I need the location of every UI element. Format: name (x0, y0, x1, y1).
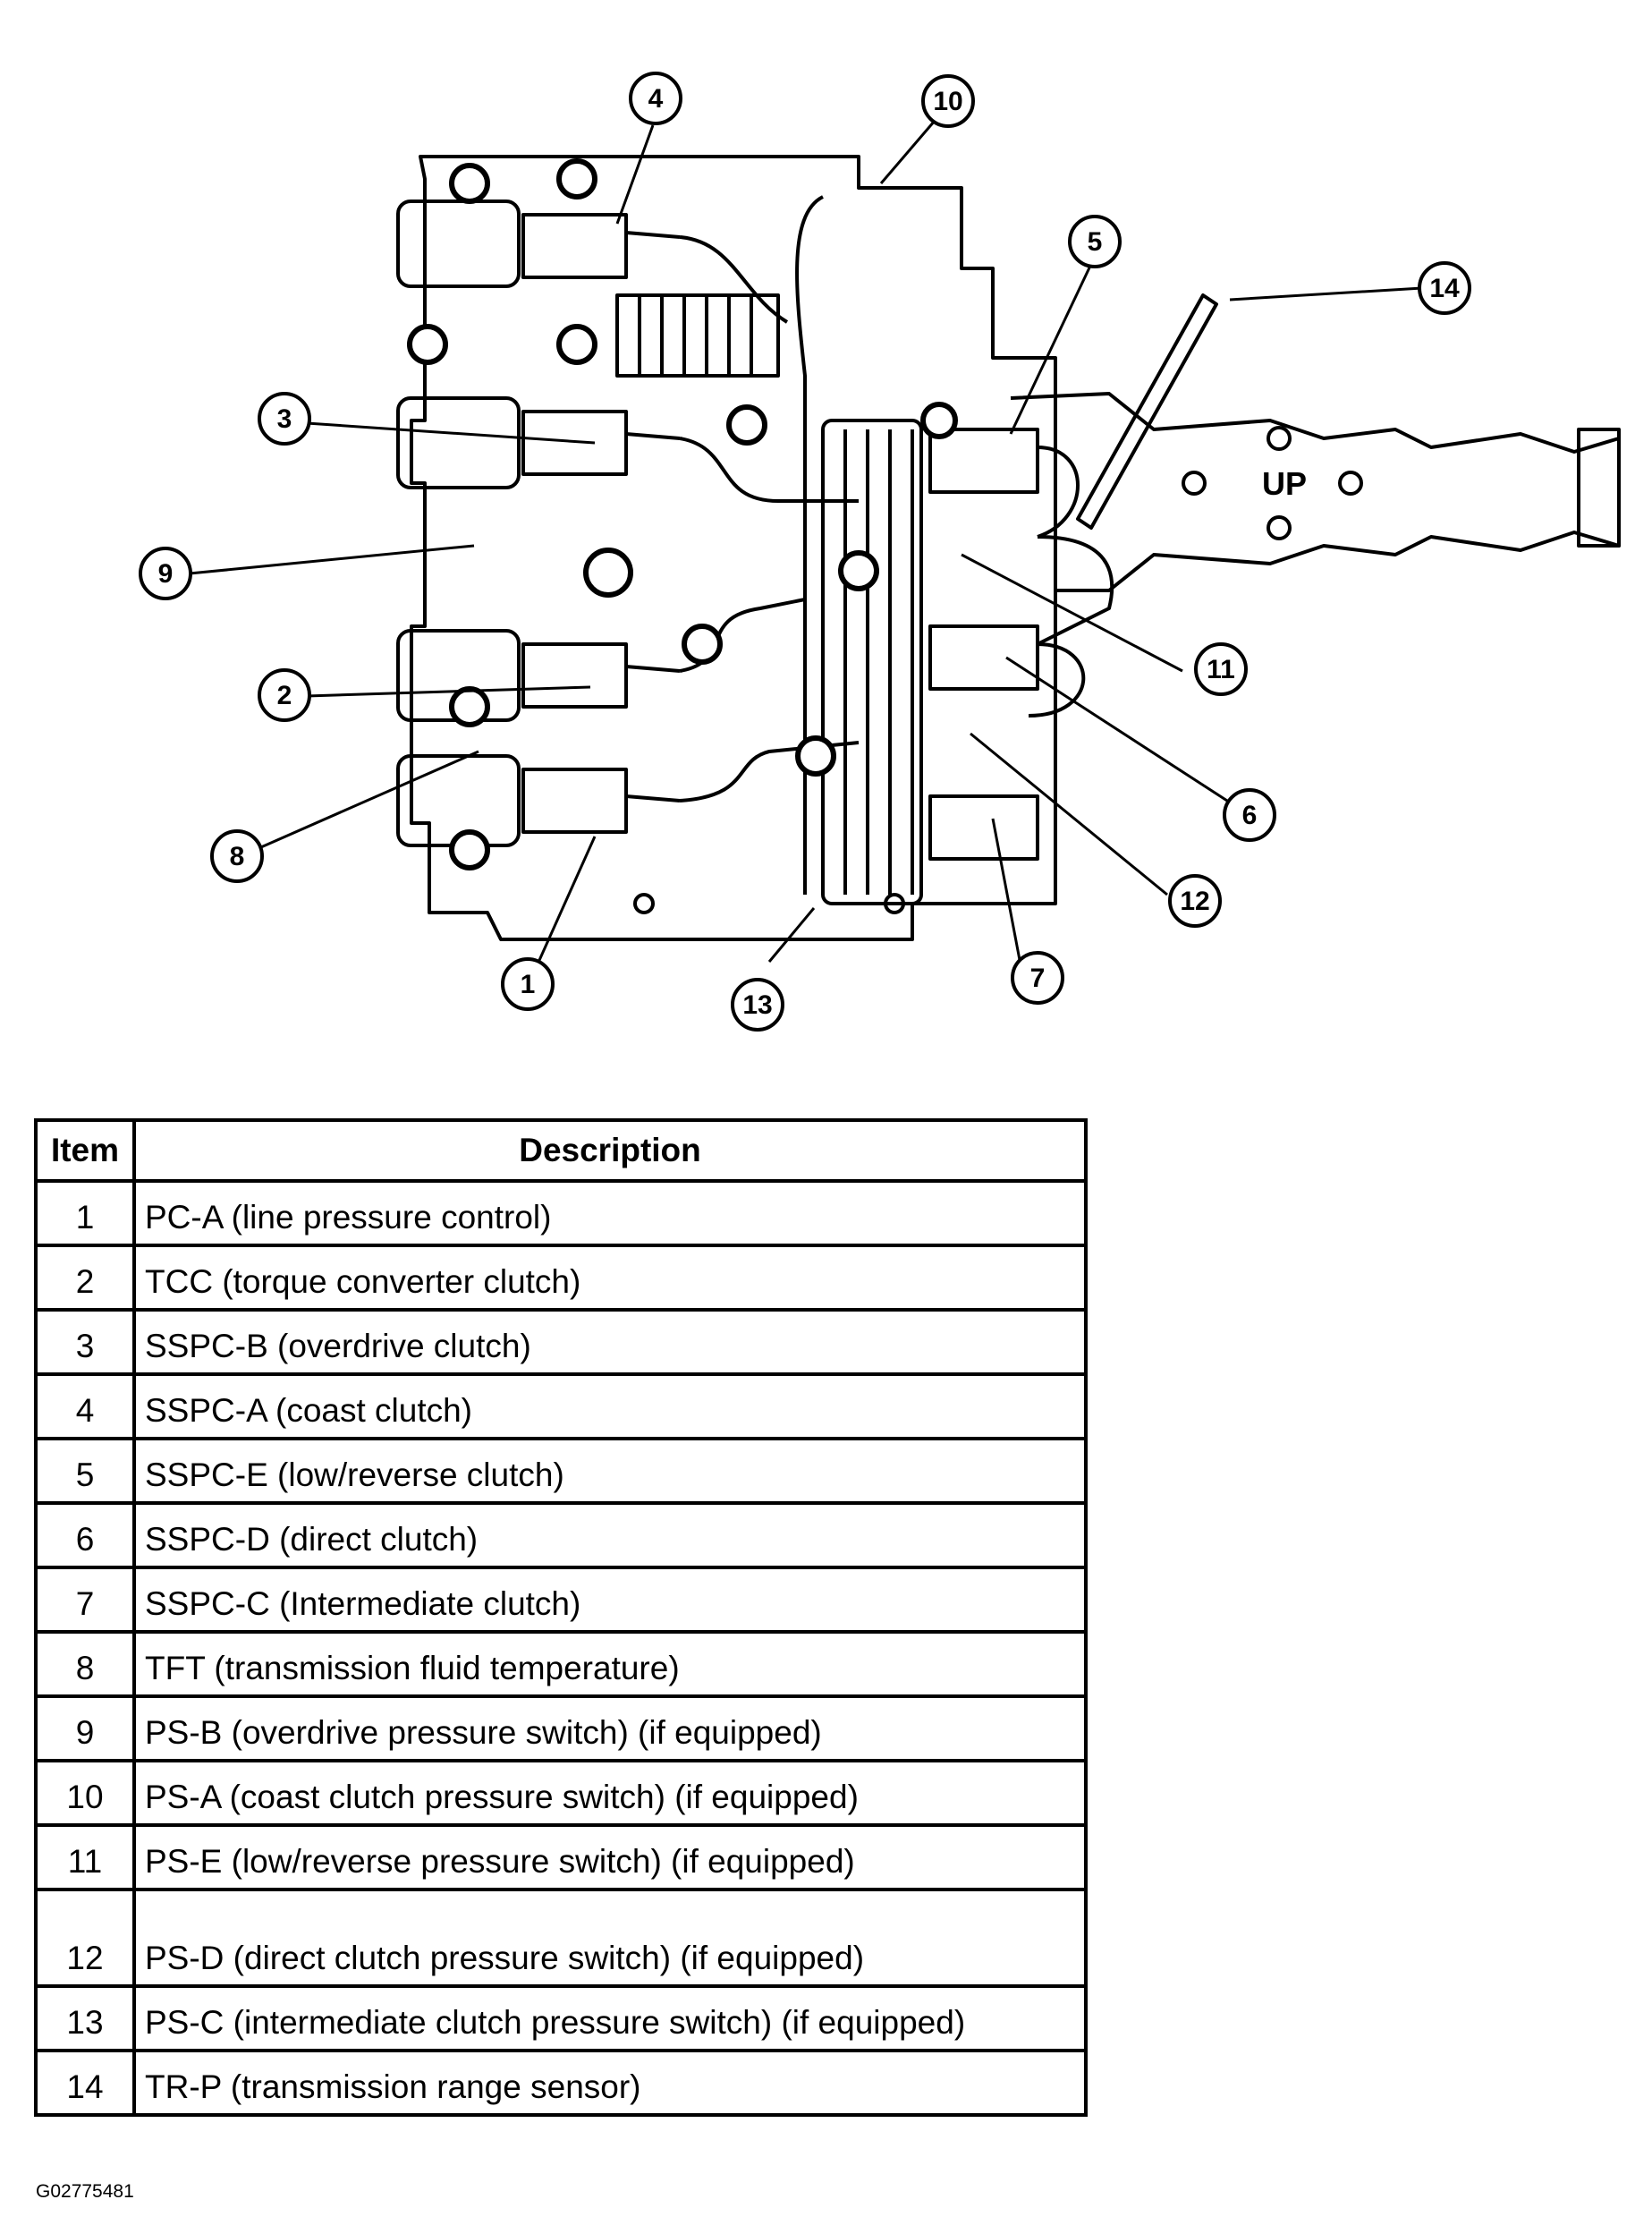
item-description: SSPC-C (Intermediate clutch) (132, 1566, 1088, 1634)
callout-7: 7 (1011, 951, 1064, 1005)
svg-text:7: 7 (1030, 964, 1046, 993)
item-description: PS-B (overdrive pressure switch) (if equ… (132, 1694, 1088, 1762)
callout-11: 11 (1194, 642, 1248, 696)
item-description: PS-A (coast clutch pressure switch) (if … (132, 1759, 1088, 1827)
bolts (407, 158, 958, 870)
callout-6: 6 (1223, 788, 1276, 842)
svg-text:14: 14 (1429, 274, 1460, 303)
item-description: PS-D (direct clutch pressure switch) (if… (132, 1888, 1088, 1988)
leader-lines (189, 120, 1423, 967)
callout-12: 12 (1168, 874, 1222, 928)
right-solenoids (928, 428, 1086, 861)
left-solenoids (396, 200, 681, 847)
callout-1: 1 (501, 957, 555, 1011)
item-number: 9 (34, 1694, 136, 1762)
item-description: PS-E (low/reverse pressure switch) (if e… (132, 1823, 1088, 1891)
item-description: PS-C (intermediate clutch pressure switc… (132, 1984, 1088, 2052)
wiring (679, 235, 860, 803)
header-description: Description (132, 1118, 1088, 1183)
item-number: 10 (34, 1759, 136, 1827)
item-number: 11 (34, 1823, 136, 1891)
item-number: 4 (34, 1372, 136, 1440)
item-description: PC-A (line pressure control) (132, 1179, 1088, 1247)
header-item: Item (34, 1118, 136, 1183)
range-sensor-plate (1010, 392, 1621, 592)
item-number: 3 (34, 1308, 136, 1376)
item-number: 13 (34, 1984, 136, 2052)
svg-text:2: 2 (277, 681, 292, 710)
item-number: 2 (34, 1244, 136, 1312)
svg-text:13: 13 (742, 990, 772, 1020)
callout-8: 8 (210, 829, 264, 883)
item-number: 5 (34, 1437, 136, 1505)
callout-14: 14 (1418, 261, 1471, 315)
harness-bellows (615, 293, 780, 378)
callout-5: 5 (1068, 215, 1122, 268)
svg-text:6: 6 (1242, 801, 1258, 830)
svg-text:9: 9 (158, 559, 174, 589)
callout-9: 9 (139, 547, 192, 600)
svg-text:1: 1 (521, 970, 536, 999)
svg-text:4: 4 (648, 84, 664, 114)
up-marking: UP (1262, 465, 1307, 502)
item-description: TCC (torque converter clutch) (132, 1244, 1088, 1312)
callout-3: 3 (258, 392, 311, 446)
wiring (795, 195, 824, 895)
item-description: SSPC-D (direct clutch) (132, 1501, 1088, 1569)
item-description: TFT (transmission fluid temperature) (132, 1630, 1088, 1698)
item-number: 6 (34, 1501, 136, 1569)
svg-text:3: 3 (277, 404, 292, 434)
item-description: SSPC-E (low/reverse clutch) (132, 1437, 1088, 1505)
item-description: TR-P (transmission range sensor) (132, 2049, 1088, 2117)
item-description: SSPC-A (coast clutch) (132, 1372, 1088, 1440)
svg-text:11: 11 (1207, 655, 1235, 684)
item-number: 1 (34, 1179, 136, 1247)
item-description: SSPC-B (overdrive clutch) (132, 1308, 1088, 1376)
valve-body-outline (410, 155, 1057, 941)
valve-body-diagram: UP 1 2 3 4 5 6 7 8 9 10 11 12 13 14 (139, 72, 1621, 1032)
callout-4: 4 (629, 72, 682, 125)
item-number: 14 (34, 2049, 136, 2117)
table-header-row: Item Description (34, 1118, 1088, 1183)
callout-10: 10 (921, 74, 975, 128)
item-number: 12 (34, 1888, 136, 1988)
svg-text:8: 8 (230, 842, 245, 871)
svg-text:10: 10 (933, 87, 962, 116)
callout-13: 13 (731, 978, 784, 1032)
svg-text:12: 12 (1180, 887, 1209, 916)
figure-id: G02775481 (36, 2181, 134, 2202)
callout-2: 2 (258, 668, 311, 722)
item-number: 8 (34, 1630, 136, 1698)
range-sensor-lever (1076, 293, 1218, 530)
svg-text:5: 5 (1088, 227, 1103, 257)
harness-column (821, 419, 923, 905)
item-number: 7 (34, 1566, 136, 1634)
